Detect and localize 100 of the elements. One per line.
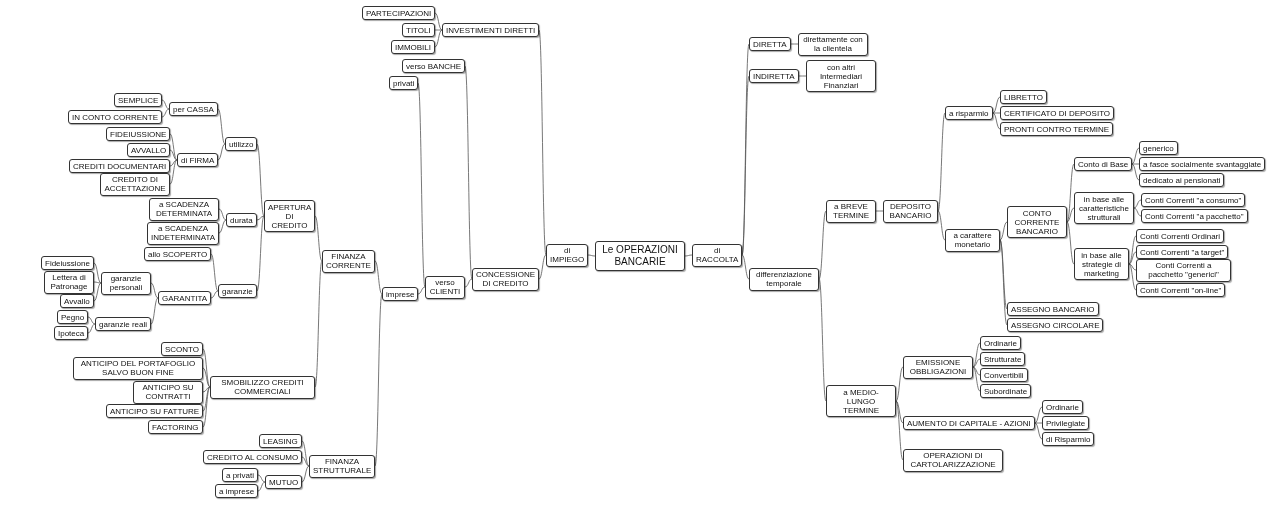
topic: Lettera di Patronage — [44, 270, 94, 294]
topic: a fasce socialmente svantaggiate — [1139, 157, 1266, 171]
topic: FINANZA CORRENTE — [322, 249, 375, 273]
connector-line — [538, 254, 547, 280]
connector-line — [972, 358, 981, 368]
topic: con altri Intermediari Finanziari — [806, 60, 876, 92]
topic: AUMENTO DI CAPITALE - AZIONI — [903, 416, 1035, 430]
topic: Conti Correnti "a target" — [1136, 245, 1229, 259]
connector-line — [210, 290, 219, 299]
topic: di IMPIEGO — [546, 243, 589, 267]
topic: INVESTIMENTI DIRETTI — [442, 23, 540, 37]
connector-line — [1034, 406, 1043, 424]
connector-line — [169, 133, 178, 161]
topic: a privati — [222, 468, 258, 482]
connector-line — [1066, 207, 1075, 223]
topic: a SCADENZA DETERMINATA — [149, 197, 219, 221]
connector-line — [202, 367, 211, 388]
topic: Pegno — [57, 310, 89, 324]
connector-line — [1131, 163, 1140, 181]
topic: FIDEIUSSIONE — [106, 127, 171, 141]
topic: Conti Correnti "a consumo" — [1141, 193, 1246, 207]
topic: CONCESSIONE DI CREDITO — [472, 267, 540, 291]
topic: verso BANCHE — [402, 59, 466, 73]
connector-line — [257, 474, 266, 483]
topic: garanzie personali — [101, 271, 151, 295]
topic: direttamente con la clientela — [798, 32, 868, 56]
topic: a MEDIO-LUNGO TERMINE — [826, 385, 896, 417]
connector-line — [256, 215, 265, 292]
topic: di RACCOLTA — [692, 243, 743, 267]
topic: di FIRMA — [177, 153, 219, 167]
connector-line — [1034, 422, 1043, 440]
connector-line — [217, 143, 226, 161]
connector-line — [1128, 263, 1137, 291]
topic: differenziazione temporale — [749, 267, 819, 291]
connector-line — [972, 366, 981, 376]
connector-line — [202, 386, 211, 412]
topic: PRONTI CONTRO TERMINE — [1000, 122, 1114, 136]
connector-line — [999, 239, 1008, 326]
topic: OPERAZIONI DI CARTOLARIZZAZIONE — [903, 448, 1003, 472]
topic: CONTO CORRENTE BANCARIO — [1007, 206, 1067, 238]
topic: INDIRETTA — [749, 69, 799, 83]
topic: in base alle strategie di marketing — [1074, 248, 1129, 280]
connector-line — [257, 481, 266, 492]
topic: DEPOSITO BANCARIO — [883, 199, 938, 223]
connector-line — [464, 65, 473, 280]
connector-line — [202, 386, 211, 393]
topic: allo SCOPERTO — [144, 247, 212, 261]
connector-line — [992, 112, 1001, 114]
topic: garanzie — [218, 284, 257, 298]
connector-line — [218, 219, 227, 234]
topic: Ipoteca — [54, 326, 89, 340]
topic: CREDITO AL CONSUMO — [203, 450, 303, 464]
connector-line — [256, 215, 265, 221]
topic: Avvallo — [60, 294, 94, 308]
connector-line — [790, 43, 799, 45]
topic: IN CONTO CORRENTE — [68, 110, 163, 124]
topic: APERTURA DI CREDITO — [264, 200, 315, 232]
topic: PARTECIPAZIONI — [362, 6, 436, 20]
topic: dedicato ai pensionati — [1139, 173, 1225, 187]
connector-line — [169, 149, 178, 161]
connector-line — [798, 75, 807, 77]
connector-line — [1128, 251, 1137, 265]
connector-line — [374, 293, 383, 467]
connector-line — [999, 239, 1008, 310]
connector-line — [992, 96, 1001, 114]
connector-line — [374, 260, 383, 295]
topic: Ordinarie — [1042, 400, 1083, 414]
connector-line — [434, 29, 443, 31]
connector-line — [538, 29, 547, 256]
topic: Conti Correnti Ordinari — [1136, 229, 1225, 243]
topic: SMOBILIZZO CREDITI COMMERCIALI — [210, 375, 315, 399]
topic: MUTUO — [265, 475, 303, 489]
connector-line — [992, 112, 1001, 130]
topic: FINANZA STRUTTURALE — [309, 454, 376, 478]
topic: FACTORING — [148, 420, 203, 434]
topic: SEMPLICE — [114, 93, 163, 107]
topic: a imprese — [215, 484, 259, 498]
connector-line — [87, 323, 96, 334]
topic: generico — [1139, 141, 1178, 155]
connector-line — [93, 281, 102, 284]
connector-line — [684, 254, 693, 257]
connector-line — [1034, 422, 1043, 424]
topic: privati — [389, 76, 419, 90]
topic: a SCADENZA INDETERMINATA — [147, 221, 220, 245]
connector-line — [464, 278, 473, 288]
connector-line — [895, 366, 904, 402]
connector-line — [937, 112, 946, 212]
topic: Conti Correnti a pacchetto "generici" — [1136, 258, 1231, 282]
connector-line — [818, 278, 827, 402]
connector-line — [895, 400, 904, 461]
connector-line — [301, 465, 310, 483]
topic: a carattere monetario — [945, 228, 1000, 252]
connector-line — [741, 254, 750, 280]
connector-line — [93, 282, 102, 302]
topic: CERTIFICATO DI DEPOSITO — [1000, 106, 1115, 120]
topic: EMISSIONE OBBLIGAZIONI — [903, 355, 973, 379]
topic: Conti Correnti "on-line" — [1136, 283, 1226, 297]
connector-line — [1066, 221, 1075, 265]
topic: a risparmio — [945, 106, 993, 120]
connector-line — [314, 260, 323, 388]
